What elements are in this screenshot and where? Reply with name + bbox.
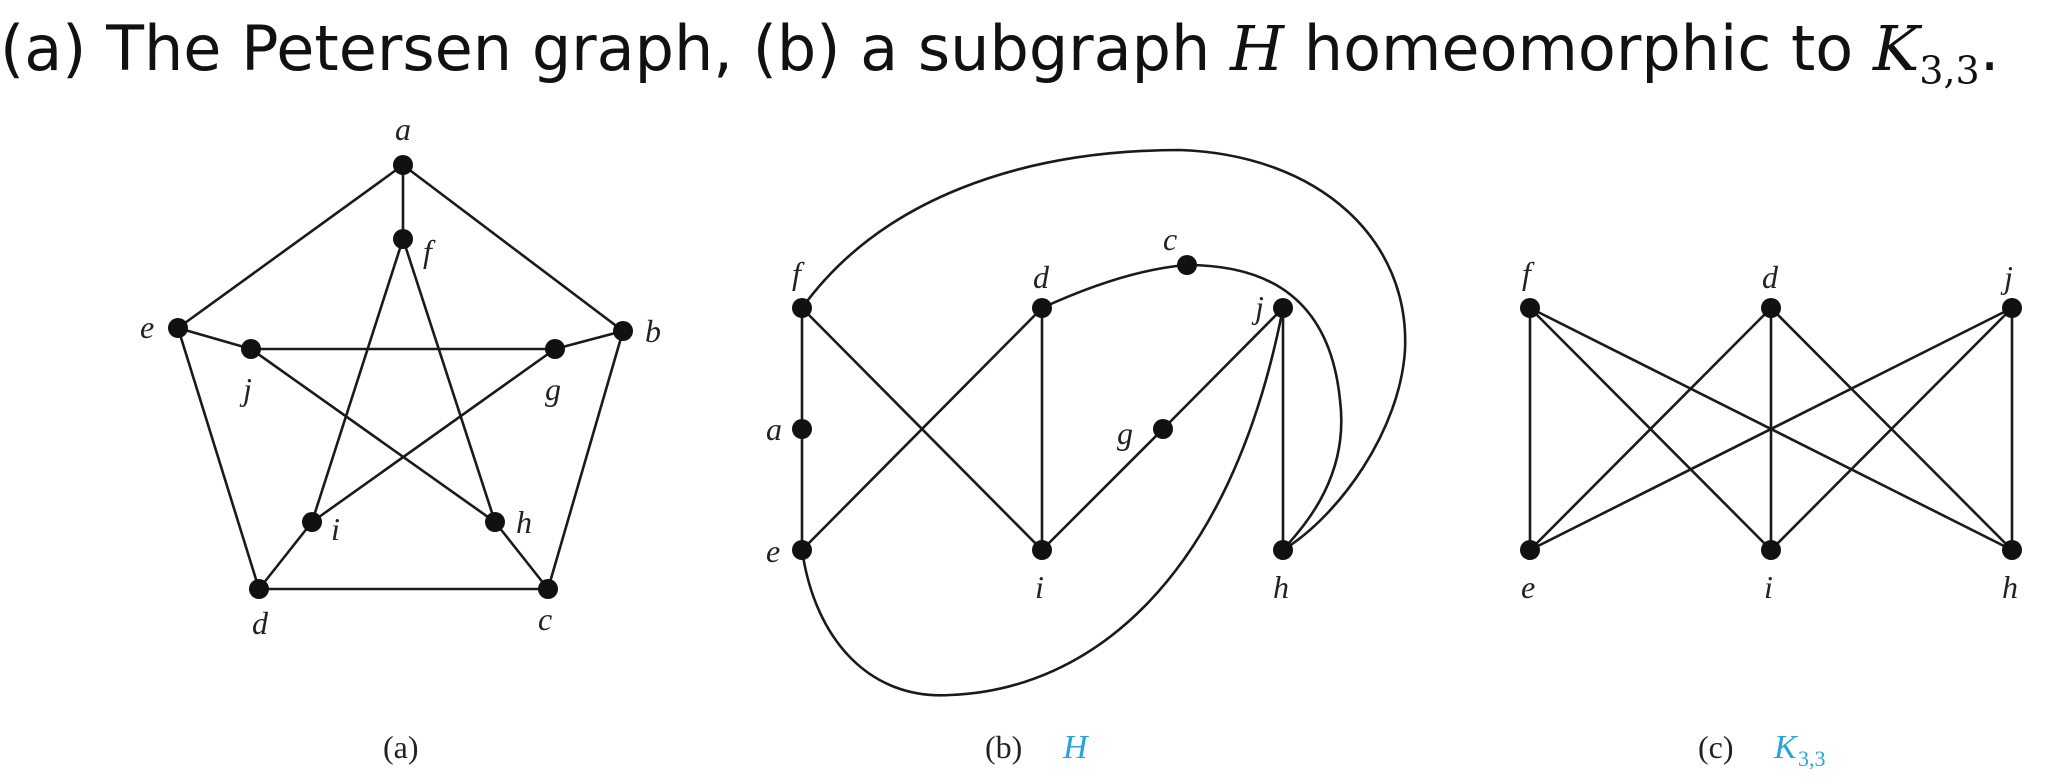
panel-b-labels: f d c j a g e i h	[766, 221, 1289, 605]
vertex-i	[1032, 540, 1052, 560]
edge-c-h	[493, 521, 550, 590]
panel-c-edges	[1528, 306, 2014, 552]
vertex-h	[485, 512, 505, 532]
vertex-c	[538, 579, 558, 599]
caption-c-sub: 3,3	[1798, 746, 1826, 771]
edge-c-h	[1186, 263, 1343, 551]
vertex-j	[241, 339, 261, 359]
title-prefix: (a) The Petersen graph, (b) a subgraph	[0, 12, 1231, 85]
panel-b-edges	[800, 148, 1407, 697]
panel-a-labels: a b c d e f g h i j	[140, 111, 661, 641]
edge-d-c	[1041, 263, 1188, 310]
label-h: h	[516, 504, 532, 540]
vertex-i	[302, 512, 322, 532]
label-j: j	[2000, 259, 2013, 295]
vertex-g	[545, 339, 565, 359]
caption-a: (a)	[383, 729, 419, 765]
figure-title: (a) The Petersen graph, (b) a subgraph H…	[0, 18, 2057, 93]
vertex-e	[168, 318, 188, 338]
edge-b-c	[546, 330, 625, 590]
vertex-j	[2002, 298, 2022, 318]
edge-d-e	[176, 327, 261, 590]
panel-a-petersen-graph: a b c d e f g h i j (a)	[140, 111, 661, 765]
vertex-a	[393, 155, 413, 175]
label-c: c	[538, 601, 552, 637]
label-d: d	[252, 605, 269, 641]
panel-a-nodes	[168, 155, 633, 599]
caption-b-name: H	[1062, 729, 1090, 766]
label-f: f	[792, 255, 805, 291]
edge-i-g	[1041, 428, 1164, 551]
label-h: h	[2002, 569, 2018, 605]
vertex-h	[1273, 540, 1293, 560]
vertex-e	[792, 540, 812, 560]
title-k-name: K	[1872, 12, 1920, 85]
label-g: g	[545, 371, 561, 407]
edge-e-j	[177, 326, 252, 351]
label-a: a	[766, 411, 782, 447]
label-f: f	[423, 233, 436, 269]
title-subgraph-name: H	[1230, 12, 1285, 85]
edge-j-h	[250, 347, 496, 524]
vertex-h	[2002, 540, 2022, 560]
edge-b-g	[554, 329, 624, 351]
label-j: j	[1251, 289, 1264, 325]
edge-d-i	[257, 521, 314, 590]
edge-f-h	[800, 148, 1407, 552]
edge-g-j	[1162, 307, 1284, 430]
edge-j-i	[1770, 307, 2013, 551]
panel-a-edges	[176, 163, 625, 591]
vertex-a	[792, 419, 812, 439]
label-f: f	[1522, 255, 1535, 291]
label-i: i	[331, 511, 340, 547]
vertex-d	[1761, 298, 1781, 318]
vertex-e	[1520, 540, 1540, 560]
caption-c-name: K	[1773, 729, 1799, 766]
panel-b-subgraph-h: f d c j a g e i h (b) H	[766, 148, 1407, 766]
vertex-f	[1520, 298, 1540, 318]
title-k-sub: 3,3	[1919, 48, 1980, 93]
panel-c-k33: f d j e i h (c) K 3,3	[1520, 255, 2022, 771]
vertex-f	[393, 229, 413, 249]
vertex-c	[1177, 255, 1197, 275]
label-i: i	[1035, 569, 1044, 605]
vertex-b	[613, 321, 633, 341]
caption-b: (b)	[985, 729, 1022, 765]
vertex-i	[1761, 540, 1781, 560]
label-d: d	[1762, 259, 1779, 295]
label-e: e	[766, 533, 780, 569]
label-a: a	[395, 111, 411, 147]
label-e: e	[140, 309, 154, 345]
vertex-d	[1032, 298, 1052, 318]
vertex-g	[1153, 419, 1173, 439]
vertex-f	[792, 298, 812, 318]
edge-g-i	[311, 347, 556, 524]
label-b: b	[645, 313, 661, 349]
edge-a-b	[402, 163, 624, 333]
edge-e-d	[801, 307, 1043, 551]
label-g: g	[1117, 415, 1133, 451]
label-e: e	[1521, 569, 1535, 605]
title-middle: homeomorphic to	[1284, 12, 1873, 85]
edge-j-e	[1529, 306, 2013, 552]
vertex-d	[249, 579, 269, 599]
panel-b-nodes	[792, 255, 1293, 560]
title-suffix: .	[1979, 12, 2000, 85]
edge-d-e	[1529, 307, 1772, 551]
edge-e-j	[800, 307, 1285, 697]
edge-e-a	[177, 163, 404, 330]
edge-f-i	[310, 238, 405, 523]
label-d: d	[1033, 259, 1050, 295]
label-i: i	[1764, 569, 1773, 605]
label-j: j	[239, 371, 252, 407]
vertex-j	[1273, 298, 1293, 318]
label-h: h	[1273, 569, 1289, 605]
caption-c: (c)	[1698, 729, 1734, 765]
panel-c-nodes	[1520, 298, 2022, 560]
label-c: c	[1163, 221, 1177, 257]
edge-f-h	[401, 238, 497, 523]
